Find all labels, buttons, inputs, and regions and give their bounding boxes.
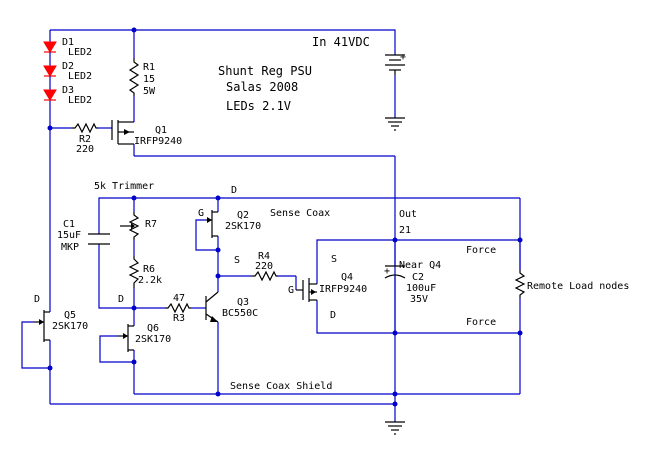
- c2-rating: 35V: [410, 294, 428, 305]
- capacitor-c2: [384, 265, 406, 279]
- r1-power: 5W: [143, 86, 156, 97]
- ground-symbol-bottom: [385, 421, 405, 435]
- r2-value: 220: [76, 144, 94, 155]
- remote-load-label: Remote Load nodes: [527, 281, 629, 292]
- jfet-q6: [118, 324, 134, 352]
- q4-ref: Q4: [341, 272, 353, 283]
- q2-value: 2SK170: [225, 221, 261, 232]
- q5-drain-label: D: [34, 294, 40, 305]
- d2-ref: D2: [62, 61, 74, 72]
- mosfet-q4: [296, 278, 317, 302]
- d3-ref: D3: [62, 85, 74, 96]
- jfet-q5: [34, 310, 50, 342]
- wires: [21, 29, 521, 422]
- resistor-r2: [72, 122, 98, 134]
- c1-ref: C1: [63, 219, 75, 230]
- d3-value: LED2: [68, 95, 92, 106]
- battery-source: [385, 54, 405, 75]
- q6-drain-label: D: [118, 294, 124, 305]
- resistor-r3: [165, 302, 191, 314]
- diagram-title: Shunt Reg PSU: [218, 64, 312, 78]
- c2-plus-sign: +: [384, 266, 390, 277]
- remote-load-resistor: [514, 270, 526, 298]
- trimmer-label: 5k Trimmer: [94, 181, 154, 192]
- c1-value: 15uF: [57, 230, 81, 241]
- near-q4-label: Near Q4: [399, 260, 441, 271]
- q4-source-label: S: [331, 254, 337, 265]
- q5-ref: Q5: [64, 310, 76, 321]
- q4-value: IRFP9240: [319, 284, 367, 295]
- resistor-r1: [128, 58, 140, 96]
- r7-ref: R7: [145, 219, 157, 230]
- q5-value: 2SK170: [52, 321, 88, 332]
- r3-ref: R3: [173, 313, 185, 324]
- diagram-author: Salas 2008: [226, 80, 298, 94]
- capacitor-c1: [88, 233, 110, 245]
- r3-value: 47: [173, 293, 185, 304]
- q1-value: IRFP9240: [134, 136, 182, 147]
- r2-ref: R2: [79, 134, 91, 145]
- r1-value: 15: [143, 74, 155, 85]
- input-voltage-label: In 41VDC: [312, 35, 370, 49]
- sense-coax-label: Sense Coax: [270, 208, 330, 219]
- r6-value: 2.2k: [138, 275, 162, 286]
- q4-drain-label: D: [330, 310, 336, 321]
- c2-ref: C2: [412, 272, 424, 283]
- led-d1: [43, 41, 57, 66]
- led-d3: [43, 89, 57, 101]
- jfet-q2: [206, 210, 218, 238]
- junction-dots: [47, 27, 523, 407]
- r4-ref: R4: [258, 251, 270, 262]
- output-node-label: 21: [399, 225, 411, 236]
- force-top-label: Force: [466, 245, 496, 256]
- c1-type: MKP: [61, 242, 79, 253]
- q6-value: 2SK170: [135, 334, 171, 345]
- force-bottom-label: Force: [466, 317, 496, 328]
- q2-source-label: S: [234, 255, 240, 266]
- led-voltage-note: LEDs 2.1V: [226, 99, 291, 113]
- d1-ref: D1: [62, 37, 74, 48]
- q2-ref: Q2: [237, 210, 249, 221]
- bjt-q3: [205, 291, 219, 323]
- q2-drain-label: D: [231, 185, 237, 196]
- battery-plus-sign: +: [400, 52, 406, 63]
- q3-ref: Q3: [237, 297, 249, 308]
- led-d2: [43, 65, 57, 90]
- ground-symbol-top: [385, 117, 405, 131]
- d2-value: LED2: [68, 71, 92, 82]
- c2-value: 100uF: [406, 283, 436, 294]
- q4-gate-label: G: [288, 285, 294, 296]
- q3-value: BC550C: [222, 308, 258, 319]
- trimmer-r7: [120, 212, 140, 240]
- q1-ref: Q1: [155, 125, 167, 136]
- resistor-r4: [252, 270, 278, 282]
- mosfet-q1: [111, 120, 134, 145]
- output-label: Out: [399, 209, 417, 220]
- r1-ref: R1: [143, 62, 155, 73]
- q6-ref: Q6: [147, 323, 159, 334]
- r6-ref: R6: [143, 264, 155, 275]
- q2-gate-label: G: [198, 208, 204, 219]
- r4-value: 220: [255, 261, 273, 272]
- resistor-r6: [128, 256, 140, 288]
- d1-value: LED2: [68, 47, 92, 58]
- sense-coax-shield-label: Sense Coax Shield: [230, 381, 332, 392]
